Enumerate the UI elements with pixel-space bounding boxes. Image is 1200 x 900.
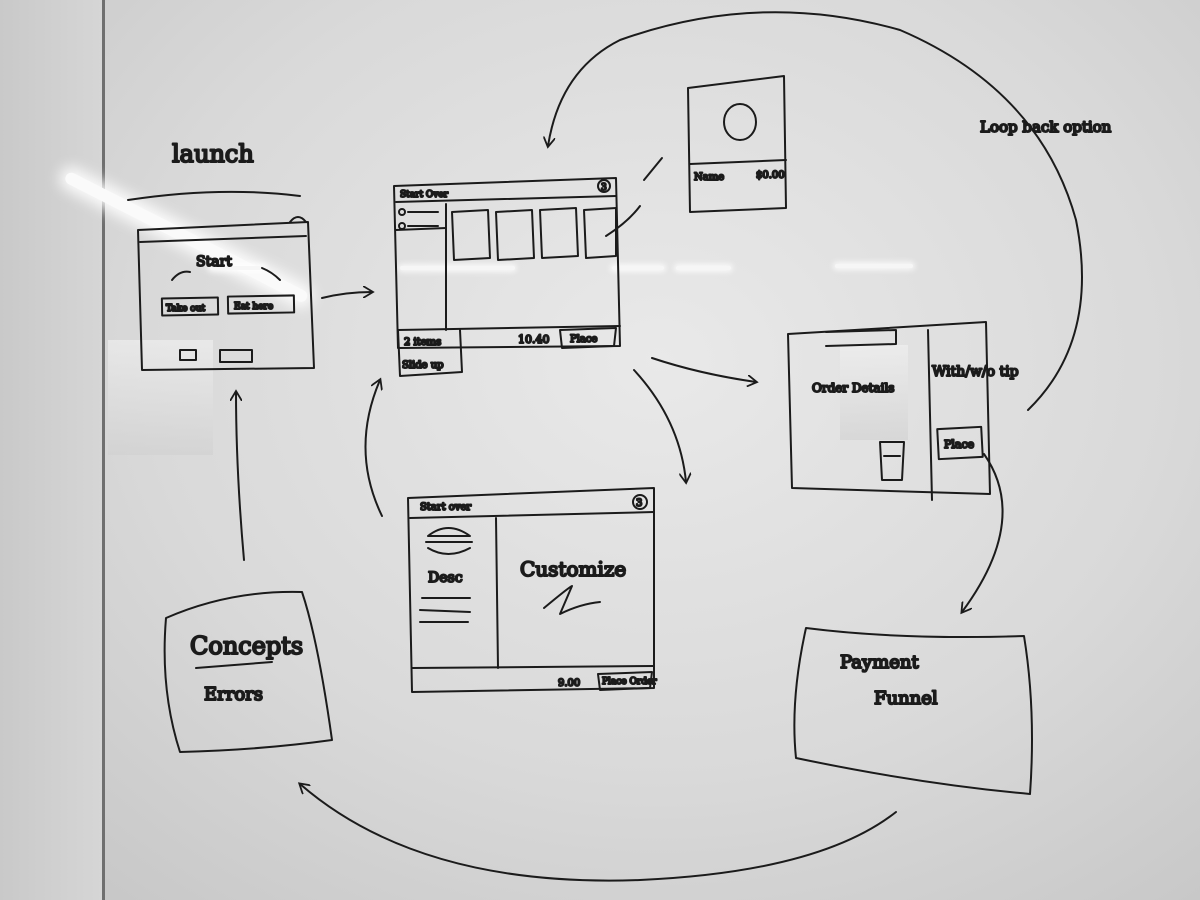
- product-name-label: Name: [694, 172, 724, 183]
- launch-label: launch: [172, 140, 254, 168]
- funnel-label: Funnel: [874, 688, 938, 709]
- store-to-product-line: [605, 205, 641, 237]
- loop-back-note: Loop back option: [980, 118, 1112, 136]
- glass-partition: [0, 0, 104, 900]
- payment-label: Payment: [840, 652, 920, 673]
- launch-to-store-arrow: [321, 292, 372, 299]
- customize-place-order-button: Place Order: [602, 677, 657, 687]
- launch-start-label: Start: [196, 254, 232, 270]
- store-cart-badge: 3: [601, 183, 607, 193]
- customize-footer-price: 9.00: [558, 678, 580, 689]
- store-start-over-label: Start Over: [400, 190, 449, 200]
- store-screen-sketch: [393, 177, 621, 377]
- customize-cart-badge: 3: [636, 498, 642, 509]
- customize-to-store-arrow: [364, 380, 383, 517]
- eat-here-button: Eat here: [234, 302, 273, 312]
- checkout-place-button: Place: [944, 438, 974, 451]
- store-total: 10.40: [518, 333, 550, 346]
- light-reflection: [400, 266, 515, 270]
- light-reflection: [676, 266, 731, 270]
- store-items-count: 2 items: [404, 337, 441, 348]
- checkout-screen-sketch: [787, 321, 991, 501]
- checkout-to-payment-arrow: [962, 453, 1004, 612]
- loop-back-arrow: [548, 11, 1083, 411]
- checkout-heading: Order Details: [812, 381, 894, 395]
- errors-label: Errors: [204, 684, 263, 705]
- tip-note: With/w/o tip: [932, 364, 1019, 380]
- product-price-label: $0.00: [756, 170, 785, 181]
- glass-frame: [102, 0, 105, 900]
- store-to-product-line: [643, 157, 663, 181]
- light-reflection: [835, 264, 913, 268]
- customize-label: Customize: [520, 557, 626, 581]
- customize-screen-sketch: [407, 487, 655, 693]
- take-out-button: Take out: [166, 304, 206, 314]
- store-slide-up-note: Slide up: [402, 360, 444, 371]
- product-card-sketch: [687, 75, 787, 213]
- customize-item-label: Desc: [428, 570, 463, 586]
- payment-to-concepts-arrow: [300, 784, 897, 882]
- concepts-card-sketch: [163, 590, 333, 753]
- store-to-customize-arrow: [633, 369, 686, 482]
- payment-card-sketch: [793, 627, 1033, 795]
- store-place-button: Place: [570, 334, 597, 345]
- window-reflection: [840, 345, 908, 440]
- light-reflection: [210, 266, 265, 270]
- concepts-to-launch-arrow: [236, 392, 245, 561]
- customize-start-over-label: Start over: [420, 502, 471, 513]
- store-to-checkout-arrow: [651, 357, 756, 382]
- launch-screen-sketch: [127, 190, 315, 371]
- light-reflection: [612, 266, 664, 270]
- concepts-label: Concepts: [190, 632, 303, 660]
